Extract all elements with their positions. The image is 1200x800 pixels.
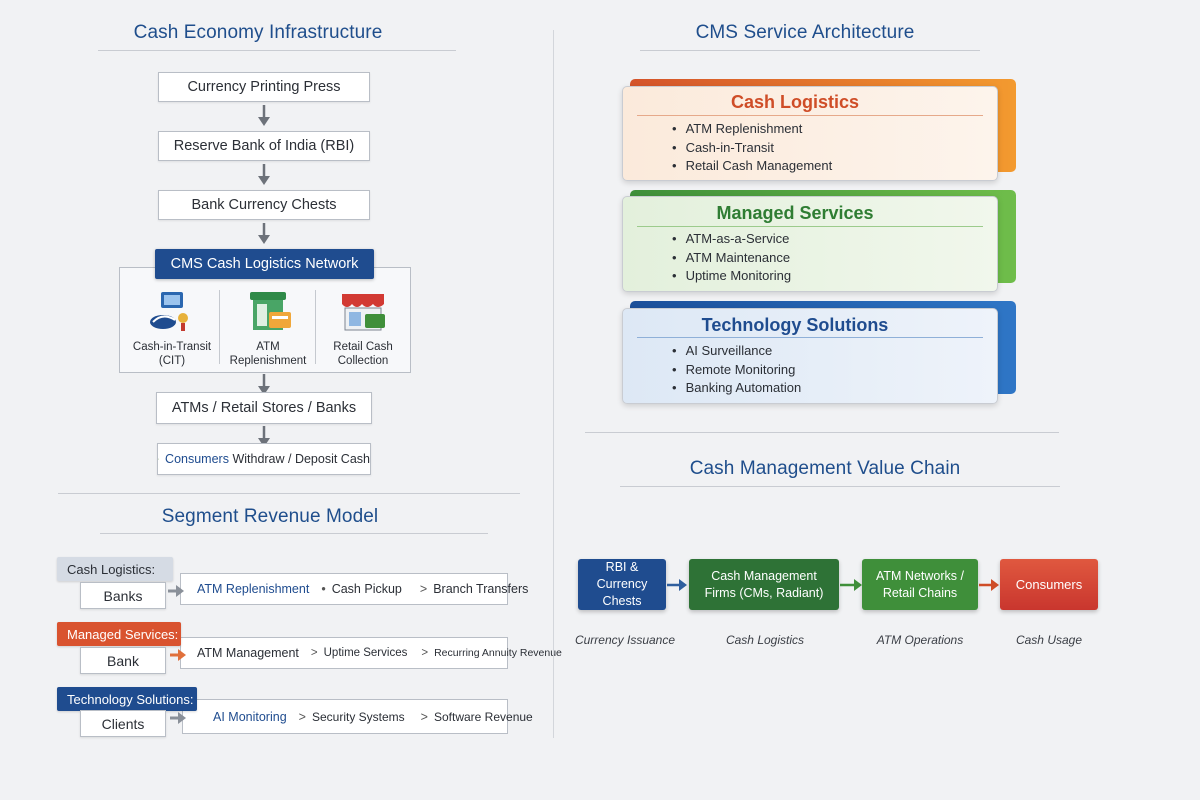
revenue-item: ATM Management — [197, 646, 299, 660]
service-item: Remote Monitoring — [672, 361, 801, 380]
atm-replenishment-label: ATM Replenishment — [229, 341, 307, 367]
stage-caption: ATM Operations — [876, 633, 964, 647]
value-chain-stage-cms: Cash Management Firms (CMs, Radiant) — [689, 559, 839, 610]
service-card-title: Cash Logistics — [730, 92, 860, 112]
revenue-tag-cash-logistics: Cash Logistics: — [57, 557, 173, 581]
cit-column: Cash-in-Transit (CIT) — [124, 290, 220, 368]
retail-collection-column: Retail Cash Collection — [316, 290, 410, 368]
stage-label: Consumers — [1015, 577, 1083, 592]
revenue-item: Uptime Services — [323, 647, 408, 659]
service-item: Banking Automation — [672, 379, 802, 398]
chevron-right-icon: > — [419, 582, 428, 596]
revenue-item: Software Revenue — [433, 709, 533, 724]
retail-collection-label: Retail Cash Collection — [333, 341, 393, 367]
cms-network-header: CMS Cash Logistics Network — [155, 249, 374, 279]
separator-icon: • — [321, 582, 326, 596]
atm-replenishment-column: ATM Replenishment — [220, 290, 316, 368]
consumers-box: $ Consumers Withdraw / Deposit Cash — [157, 443, 371, 475]
atm-icon — [250, 292, 291, 330]
arrow-down-icon — [258, 426, 270, 447]
service-card-underline — [637, 337, 983, 338]
services-section-title: CMS Service Architecture — [695, 22, 915, 43]
service-card-title: Managed Services — [716, 203, 874, 223]
stage-label: RBI & Currency Chests — [596, 560, 648, 608]
value-chain-title: Cash Management Value Chain — [689, 458, 961, 479]
rbi-box: Reserve Bank of India (RBI) — [158, 131, 370, 161]
revenue-item: AI Monitoring — [213, 709, 287, 724]
arrow-right-icon — [979, 579, 999, 591]
arrow-down-icon — [258, 374, 270, 395]
revenue-item: Security Systems — [311, 709, 405, 724]
value-chain-title-divider — [620, 486, 1060, 487]
service-card-underline — [637, 226, 983, 227]
arrow-right-icon — [170, 712, 186, 724]
right-mid-divider — [585, 432, 1059, 433]
revenue-item: ATM Replenishment — [197, 582, 310, 596]
revenue-tag-technology: Technology Solutions: — [57, 687, 197, 711]
stage-label: ATM Networks / Retail Chains — [876, 568, 964, 600]
revenue-item: Cash Pickup — [331, 582, 402, 596]
arrow-down-icon — [258, 223, 270, 244]
cit-label: Cash-in-Transit (CIT) — [132, 341, 212, 367]
left-title-divider — [98, 50, 456, 51]
arrow-right-icon — [667, 579, 687, 591]
atms-retail-banks-box: ATMs / Retail Stores / Banks — [156, 392, 372, 424]
currency-chests-box: Bank Currency Chests — [158, 190, 370, 220]
revenue-section-title: Segment Revenue Model — [161, 506, 379, 527]
service-card-list: AI Surveillance Remote Monitoring Bankin… — [672, 342, 802, 398]
service-item: AI Surveillance — [672, 342, 801, 361]
service-card-list: ATM Replenishment Cash-in-Transit Retail… — [672, 120, 833, 176]
arrow-down-icon — [258, 164, 270, 185]
consumers-rest-label: Withdraw / Deposit Cash — [228, 452, 370, 466]
arrow-right-icon — [840, 579, 862, 591]
revenue-line-managed-services: ATM Management > Uptime Services > Recur… — [180, 637, 562, 669]
stage-caption: Cash Logistics — [725, 633, 805, 647]
retail-store-icon — [342, 294, 385, 331]
revenue-line-technology: AI Monitoring > Security Systems > Softw… — [182, 699, 533, 734]
service-card-list: ATM-as-a-Service ATM Maintenance Uptime … — [672, 230, 792, 286]
cms-divider — [219, 290, 220, 364]
service-card-underline — [637, 115, 983, 116]
chevron-right-icon: > — [310, 647, 318, 659]
revenue-item: Branch Transfers — [433, 582, 529, 596]
services-title-divider — [640, 50, 980, 51]
chevron-right-icon: > — [420, 709, 428, 724]
revenue-customer-banks: Banks — [80, 582, 166, 609]
stage-caption: Currency Issuance — [574, 633, 676, 647]
left-section-title: Cash Economy Infrastructure — [133, 22, 383, 43]
money-bag-icon: $ — [158, 458, 159, 460]
center-divider — [553, 30, 554, 738]
value-chain-stage-consumers: Consumers — [1000, 559, 1098, 610]
cms-divider — [315, 290, 316, 364]
stage-caption: Cash Usage — [1015, 633, 1083, 647]
consumers-strong-label: Consumers — [165, 452, 229, 466]
left-mid-divider — [58, 493, 520, 494]
arrow-down-icon — [258, 105, 270, 126]
service-item: Uptime Monitoring — [672, 267, 792, 286]
service-item: ATM Maintenance — [672, 249, 791, 268]
chevron-right-icon: > — [421, 647, 429, 659]
service-item: ATM Replenishment — [672, 120, 832, 139]
service-card-title: Technology Solutions — [701, 315, 889, 335]
value-chain-stage-rbi: RBI & Currency Chests — [578, 559, 666, 610]
arrow-right-icon — [168, 585, 184, 597]
revenue-item: Recurring Annuity Revenue — [434, 647, 562, 659]
service-item: Cash-in-Transit — [672, 139, 832, 158]
service-item: ATM-as-a-Service — [672, 230, 791, 249]
cash-in-transit-icon — [150, 292, 188, 331]
revenue-customer-bank: Bank — [80, 647, 166, 674]
chevron-right-icon: > — [298, 709, 306, 724]
service-item: Retail Cash Management — [672, 157, 833, 176]
printing-press-box: Currency Printing Press — [158, 72, 370, 102]
revenue-tag-managed-services: Managed Services: — [57, 622, 181, 646]
value-chain-stage-atm: ATM Networks / Retail Chains — [862, 559, 978, 610]
revenue-line-cash-logistics: ATM Replenishment • Cash Pickup > Branch… — [180, 573, 528, 605]
revenue-customer-clients: Clients — [80, 710, 166, 737]
stage-label: Cash Management Firms (CMs, Radiant) — [704, 568, 824, 600]
arrow-right-icon — [170, 649, 186, 661]
revenue-title-divider — [100, 533, 488, 534]
